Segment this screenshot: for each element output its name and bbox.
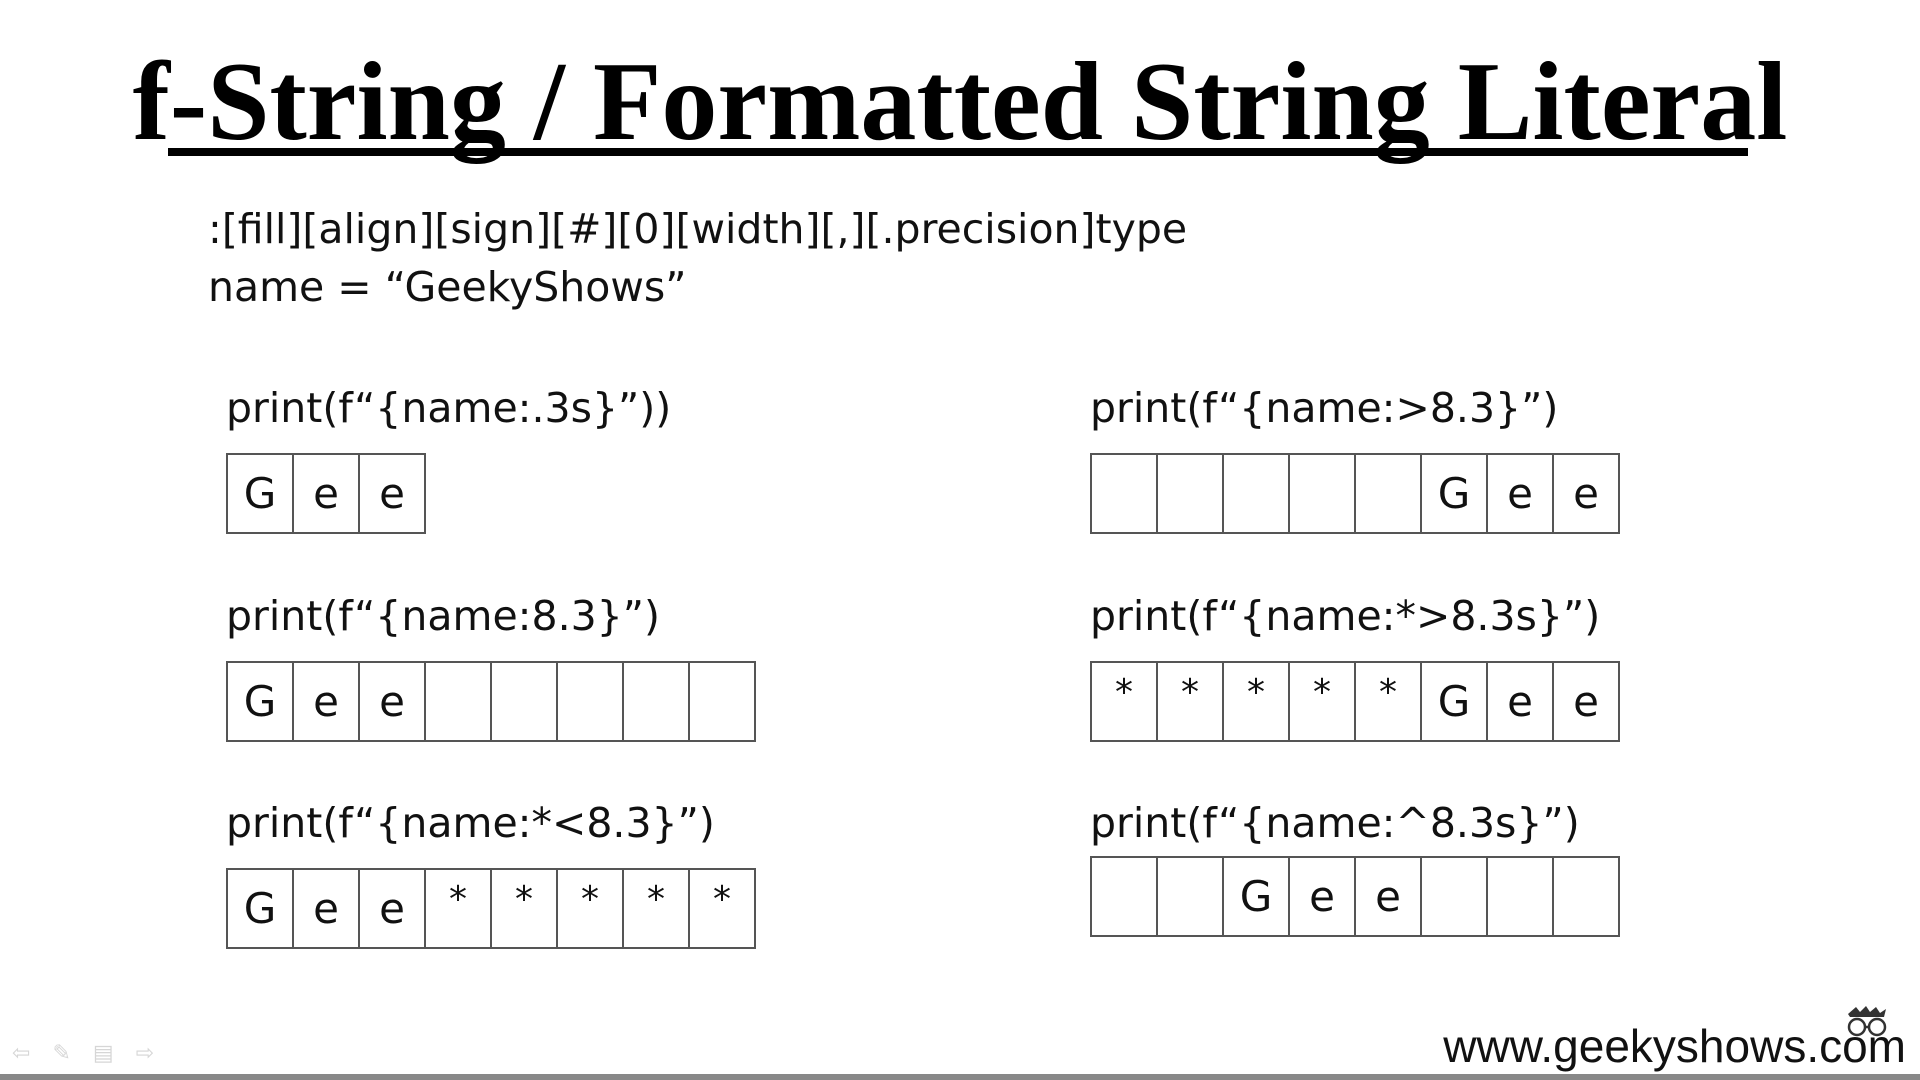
- title-underline: [168, 148, 1748, 156]
- output-cell: [1288, 453, 1356, 534]
- example-code: print(f“{name:>8.3}”): [1090, 384, 1559, 432]
- output-cell: [424, 661, 492, 742]
- output-cell: e: [358, 453, 426, 534]
- geekyshows-glasses-icon: [1847, 1006, 1887, 1037]
- output-cell: [490, 661, 558, 742]
- output-cell: G: [1222, 856, 1290, 937]
- previous-icon[interactable]: ⇦: [12, 1041, 31, 1066]
- output-cell: e: [1552, 661, 1620, 742]
- output-cell: G: [226, 453, 294, 534]
- output-cell: *: [490, 868, 558, 949]
- output-cell: e: [1354, 856, 1422, 937]
- example-code: print(f“{name:*>8.3s}”): [1090, 592, 1601, 640]
- example-code: print(f“{name:.3s}”)): [226, 384, 672, 432]
- output-cell: G: [1420, 661, 1488, 742]
- output-cell: *: [622, 868, 690, 949]
- output-cell: [1090, 856, 1158, 937]
- output-cell: e: [1552, 453, 1620, 534]
- output-cell: [1354, 453, 1422, 534]
- format-spec-syntax: :[fill][align][sign][#][0][width][,][.pr…: [208, 205, 1188, 253]
- output-cell: *: [1090, 661, 1158, 742]
- name-assignment: name = “GeekyShows”: [208, 263, 687, 311]
- output-cell: *: [1354, 661, 1422, 742]
- output-cell: [1552, 856, 1620, 937]
- output-cell: e: [1486, 661, 1554, 742]
- output-cell: *: [424, 868, 492, 949]
- output-cell: G: [226, 661, 294, 742]
- pen-icon[interactable]: ✎: [52, 1041, 71, 1066]
- output-cell: e: [292, 661, 360, 742]
- output-cell: *: [556, 868, 624, 949]
- output-cell: [1486, 856, 1554, 937]
- output-cell: [556, 661, 624, 742]
- output-cell: e: [358, 868, 426, 949]
- output-cell: *: [1288, 661, 1356, 742]
- output-cell: [1420, 856, 1488, 937]
- example-code: print(f“{name:8.3}”): [226, 592, 661, 640]
- example-code: print(f“{name:*<8.3}”): [226, 799, 715, 847]
- output-cell: *: [688, 868, 756, 949]
- output-cell: G: [226, 868, 294, 949]
- output-cell: e: [1288, 856, 1356, 937]
- output-cell: [688, 661, 756, 742]
- output-cell: [622, 661, 690, 742]
- output-cell: [1156, 453, 1224, 534]
- example-code: print(f“{name:^8.3s}”): [1090, 799, 1580, 847]
- bottom-bar: [0, 1074, 1920, 1080]
- output-cell: G: [1420, 453, 1488, 534]
- output-cell: *: [1156, 661, 1224, 742]
- output-cell: e: [292, 453, 360, 534]
- output-cell: e: [358, 661, 426, 742]
- output-cell: [1156, 856, 1224, 937]
- slide-title: f-String / Formatted String Literal: [132, 40, 1788, 164]
- output-cell: [1090, 453, 1158, 534]
- menu-icon[interactable]: ▤: [92, 1041, 114, 1066]
- output-cell: [1222, 453, 1290, 534]
- output-cell: e: [1486, 453, 1554, 534]
- output-cell: *: [1222, 661, 1290, 742]
- output-cell: e: [292, 868, 360, 949]
- slide-player-controls: ⇦ ✎ ▤ ⇨: [12, 1042, 154, 1066]
- next-icon[interactable]: ⇨: [135, 1041, 155, 1066]
- website-url[interactable]: www.geekyshows.com: [1443, 1020, 1906, 1072]
